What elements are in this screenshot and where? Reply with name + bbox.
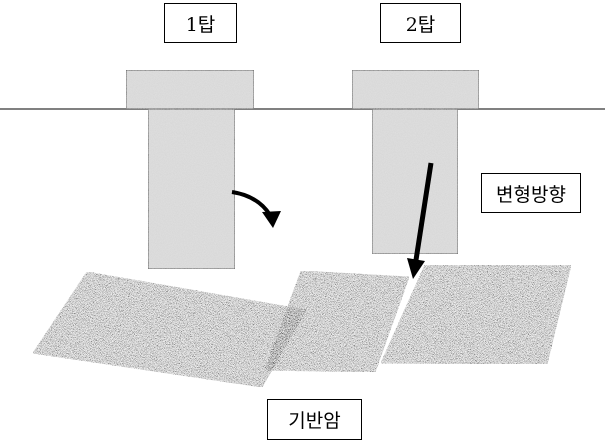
tower-2-cap: [351, 69, 480, 110]
tower-1-column: [147, 108, 236, 270]
deformation-arrow-head: [407, 258, 425, 279]
deformation-direction-label: 변형방향: [481, 173, 581, 213]
tower-2-pier: [351, 69, 480, 255]
bedrock-slab-left: [32, 271, 307, 388]
rotation-arrow-head: [262, 211, 281, 228]
bedrock-slab-right: [380, 264, 572, 365]
bedrock-slab-middle: [264, 270, 410, 373]
tower-1-pier: [125, 69, 255, 270]
bedrock-slabs: [32, 264, 572, 388]
tower-2-label: 2탑: [380, 3, 461, 43]
bedrock-label: 기반암: [267, 399, 362, 440]
rotation-arrow: [231, 190, 272, 217]
tower-2-column: [371, 108, 459, 255]
deformation-arrow: [413, 162, 434, 261]
tower-1-label: 1탑: [164, 3, 237, 43]
tower-1-cap: [125, 69, 255, 110]
